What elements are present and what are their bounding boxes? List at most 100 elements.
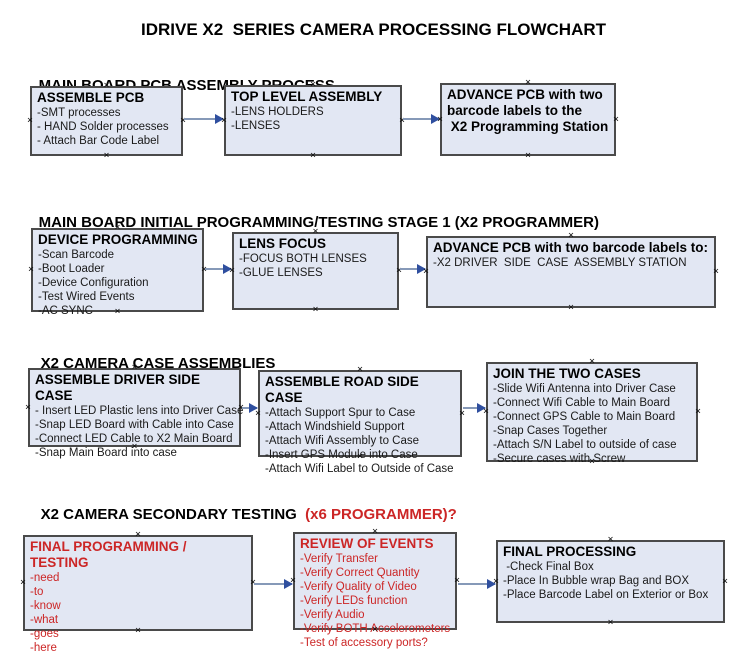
box-line: -GLUE LENSES — [239, 267, 323, 279]
connector-handle-icon: × — [309, 150, 317, 161]
flow-box-review-of-events: REVIEW OF EVENTS -Verify Transfer-Verify… — [290, 527, 460, 650]
flow-box-join-the-two-cases: JOIN THE TWO CASES -Slide Wifi Antenna i… — [483, 357, 701, 467]
connector-handle-icon: × — [312, 304, 319, 315]
box-line: -FOCUS BOTH LENSES — [239, 253, 367, 265]
box-line: -Check Final Box — [503, 561, 594, 573]
connector-handle-icon: × — [20, 577, 27, 588]
box-lines: -SMT processes - HAND Solder processes - A… — [37, 106, 177, 148]
box-line: -what — [30, 614, 59, 626]
box-line: -LENSES — [231, 120, 281, 132]
box-line: -goes — [30, 628, 59, 640]
box-title: DEVICE PROGRAMMING — [38, 232, 198, 247]
section-header-case-assemblies: X2 CAMERA CASE ASSEMBLIES — [24, 338, 276, 389]
flow-box-advance-pcb-programming-station: ADVANCE PCB with two barcode labels to t… — [437, 78, 619, 161]
box-line: -Connect Wifi Cable to Main Board — [493, 397, 671, 409]
box-lines: - Insert LED Plastic lens into Driver Ca… — [35, 404, 243, 460]
flow-box-assemble-driver-side-case: ASSEMBLE DRIVER SIDE CASE - Insert LED P… — [25, 363, 244, 460]
flow-arrow — [458, 579, 496, 589]
box-line: -Verify Transfer — [300, 553, 378, 565]
box-lines: -Check Final Box -Place In Bubble wrap Ba… — [503, 560, 719, 602]
box-line: -Attach Wifi Assembly to Case — [265, 435, 420, 447]
connector-handle-icon: × — [103, 150, 110, 161]
flow-box-device-programming: DEVICE PROGRAMMING -Scan Barcode -Boot Lo… — [28, 223, 207, 318]
connector-handle-icon: × — [27, 115, 34, 126]
section-header-text: X2 CAMERA SECONDARY TESTING — [40, 506, 301, 523]
box-line: -Verify LEDs function — [300, 595, 408, 607]
box-title: ASSEMBLE PCB — [37, 90, 145, 105]
box-title: ASSEMBLE ROAD SIDE CASE — [265, 374, 423, 405]
flow-box-top-level-assembly: TOP LEVEL ASSEMBLY -LENS HOLDERS-LENSES … — [221, 80, 405, 161]
connector-handle-icon: × — [398, 114, 405, 126]
box-line: -Attach Wifi Label to Outside of Case — [265, 463, 454, 475]
flow-box-advance-pcb-driver-side: ADVANCE PCB with two barcode labels to: … — [423, 231, 719, 313]
box-title: LENS FOCUS — [239, 236, 327, 251]
box-title: ADVANCE PCB with two barcode labels to: — [433, 240, 709, 255]
box-line: -Verify Correct Quantity — [300, 567, 420, 579]
box-title: JOIN THE TWO CASES — [493, 366, 641, 381]
flow-arrow — [184, 114, 224, 124]
box-line: -need — [30, 572, 60, 584]
box-line: -SMT processes — [37, 107, 121, 119]
section-header-initial-programming: MAIN BOARD INITIAL PROGRAMMING/TESTING S… — [22, 197, 599, 248]
box-title: ASSEMBLE DRIVER SIDE CASE — [35, 372, 204, 403]
connector-handle-icon: × — [694, 406, 701, 417]
box-line: -here — [30, 642, 57, 654]
box-line: -Snap Main Board into case — [35, 447, 177, 459]
connector-handle-icon: × — [712, 266, 719, 277]
box-line: - HAND Solder processes — [37, 121, 169, 133]
connector-handle-icon: × — [458, 407, 465, 419]
connector-handle-icon: × — [721, 575, 728, 587]
box-title: FINAL PROCESSING — [503, 544, 637, 559]
box-line: -Boot Loader — [38, 263, 105, 275]
flow-box-assemble-pcb: ASSEMBLE PCB -SMT processes - HAND Solder… — [27, 81, 186, 161]
connector-handle-icon: × — [200, 264, 207, 275]
box-line: -Verify Quality of Video — [300, 581, 417, 593]
connector-handle-icon: × — [28, 264, 35, 275]
flow-arrow — [463, 403, 486, 413]
box-line: -AC SYNC — [38, 305, 93, 317]
box-lines: -FOCUS BOTH LENSES -GLUE LENSES — [239, 252, 393, 280]
box-title: TOP LEVEL ASSEMBLY — [231, 89, 383, 104]
flow-arrow — [254, 579, 293, 589]
connector-handle-icon: × — [524, 150, 532, 161]
box-line: -Place In Bubble wrap Bag and BOX — [503, 575, 690, 587]
connector-handle-icon: × — [612, 113, 619, 125]
box-line: -Verify Audio — [300, 609, 365, 621]
box-lines: -Verify Transfer -Verify Correct Quantity… — [300, 552, 451, 650]
box-line: -Test Wired Events — [38, 291, 135, 303]
box-line: -to — [30, 586, 44, 598]
box-line: -Connect GPS Cable to Main Board — [493, 411, 676, 423]
box-line: -Device Configuration — [38, 277, 149, 289]
box-line: -Snap LED Board with Cable into Case — [35, 419, 234, 431]
box-lines: -X2 DRIVER SIDE CASE ASSEMBLY STATION — [433, 256, 710, 270]
box-lines: -need -to -know -what -goes -here — [30, 571, 247, 655]
box-line: - Attach Bar Code Label — [37, 135, 160, 147]
box-title: REVIEW OF EVENTS — [300, 536, 434, 551]
box-line: -Snap Cases Together — [493, 425, 608, 437]
box-lines: -Scan Barcode -Boot Loader -Device Configu… — [38, 248, 198, 318]
section-header-red-text: (x6 PROGRAMMER)? — [300, 506, 457, 523]
box-line: -Secure cases with Screw — [493, 453, 626, 465]
box-line: -Attach Support Spur to Case — [265, 407, 416, 419]
section-header-text: X2 CAMERA CASE ASSEMBLIES — [40, 355, 276, 372]
flow-arrow — [205, 264, 232, 274]
section-header-text: MAIN BOARD INITIAL PROGRAMMING/TESTING S… — [38, 214, 599, 231]
box-line: -Insert GPS Module into Case — [265, 449, 418, 461]
flow-box-assemble-road-side-case: ASSEMBLE ROAD SIDE CASE -Attach Support … — [255, 365, 465, 476]
connector-handle-icon: × — [607, 617, 614, 628]
flow-arrow — [400, 264, 426, 274]
flow-box-final-processing: FINAL PROCESSING -Check Final Box -Place … — [493, 535, 728, 628]
box-line: -know — [30, 600, 61, 612]
connector-handle-icon: × — [567, 302, 575, 313]
box-title: FINAL PROGRAMMING / TESTING — [30, 539, 191, 570]
box-line: -Attach Windshield Support — [265, 421, 405, 433]
box-line: -Scan Barcode — [38, 249, 115, 261]
box-line: -Slide Wifi Antenna into Driver Case — [493, 383, 676, 395]
flow-box-final-programming-testing: FINAL PROGRAMMING / TESTING -need -to -kno… — [20, 530, 256, 655]
box-lines: -Attach Support Spur to Case -Attach Wind… — [265, 406, 456, 476]
box-line: -Connect LED Cable to X2 Main Board — [35, 433, 233, 445]
box-title: ADVANCE PCB with two barcode labels to t… — [447, 87, 609, 134]
flow-box-lens-focus: LENS FOCUS -FOCUS BOTH LENSES -GLUE LENSE… — [229, 227, 402, 315]
box-line: -Attach S/N Label to outside of case — [493, 439, 677, 451]
